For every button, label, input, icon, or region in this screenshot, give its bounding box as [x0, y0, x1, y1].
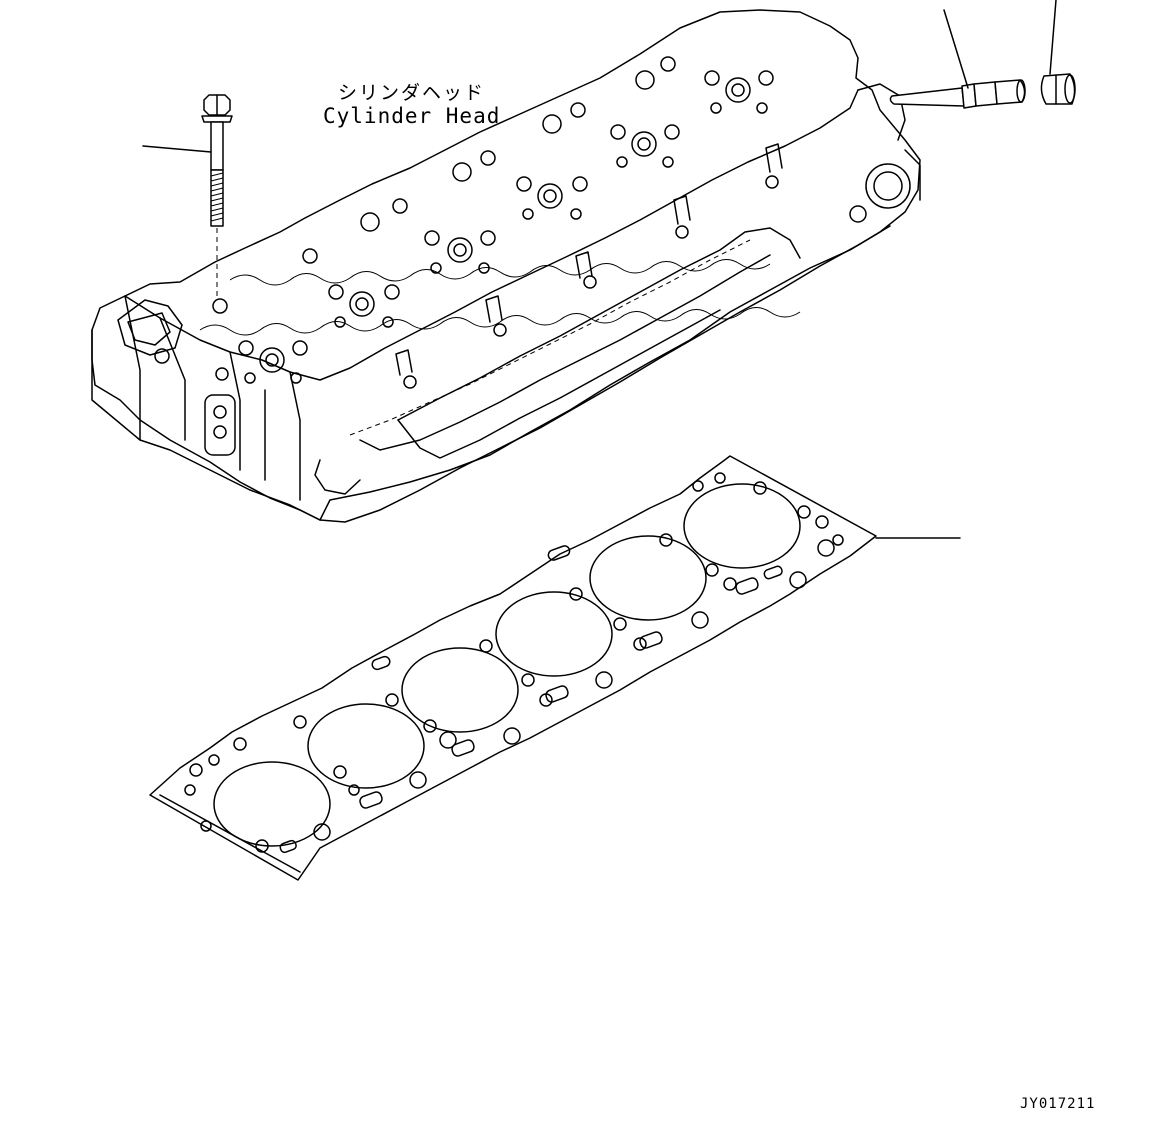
component-name-en: Cylinder Head: [323, 104, 501, 128]
leader-line-bolt: [142, 145, 212, 153]
drawing-code: JY017211: [1020, 1096, 1096, 1112]
cylinder-head-gasket: [149, 455, 877, 881]
injector-tube: [889, 79, 1026, 109]
plug: [1040, 73, 1076, 105]
leader-line-tube: [943, 9, 969, 89]
component-name-jp: シリンダヘッド: [338, 82, 486, 104]
cylinder-head: [91, 9, 921, 523]
head-bolt: [201, 94, 233, 300]
leader-line-plug: [1049, 0, 1057, 75]
